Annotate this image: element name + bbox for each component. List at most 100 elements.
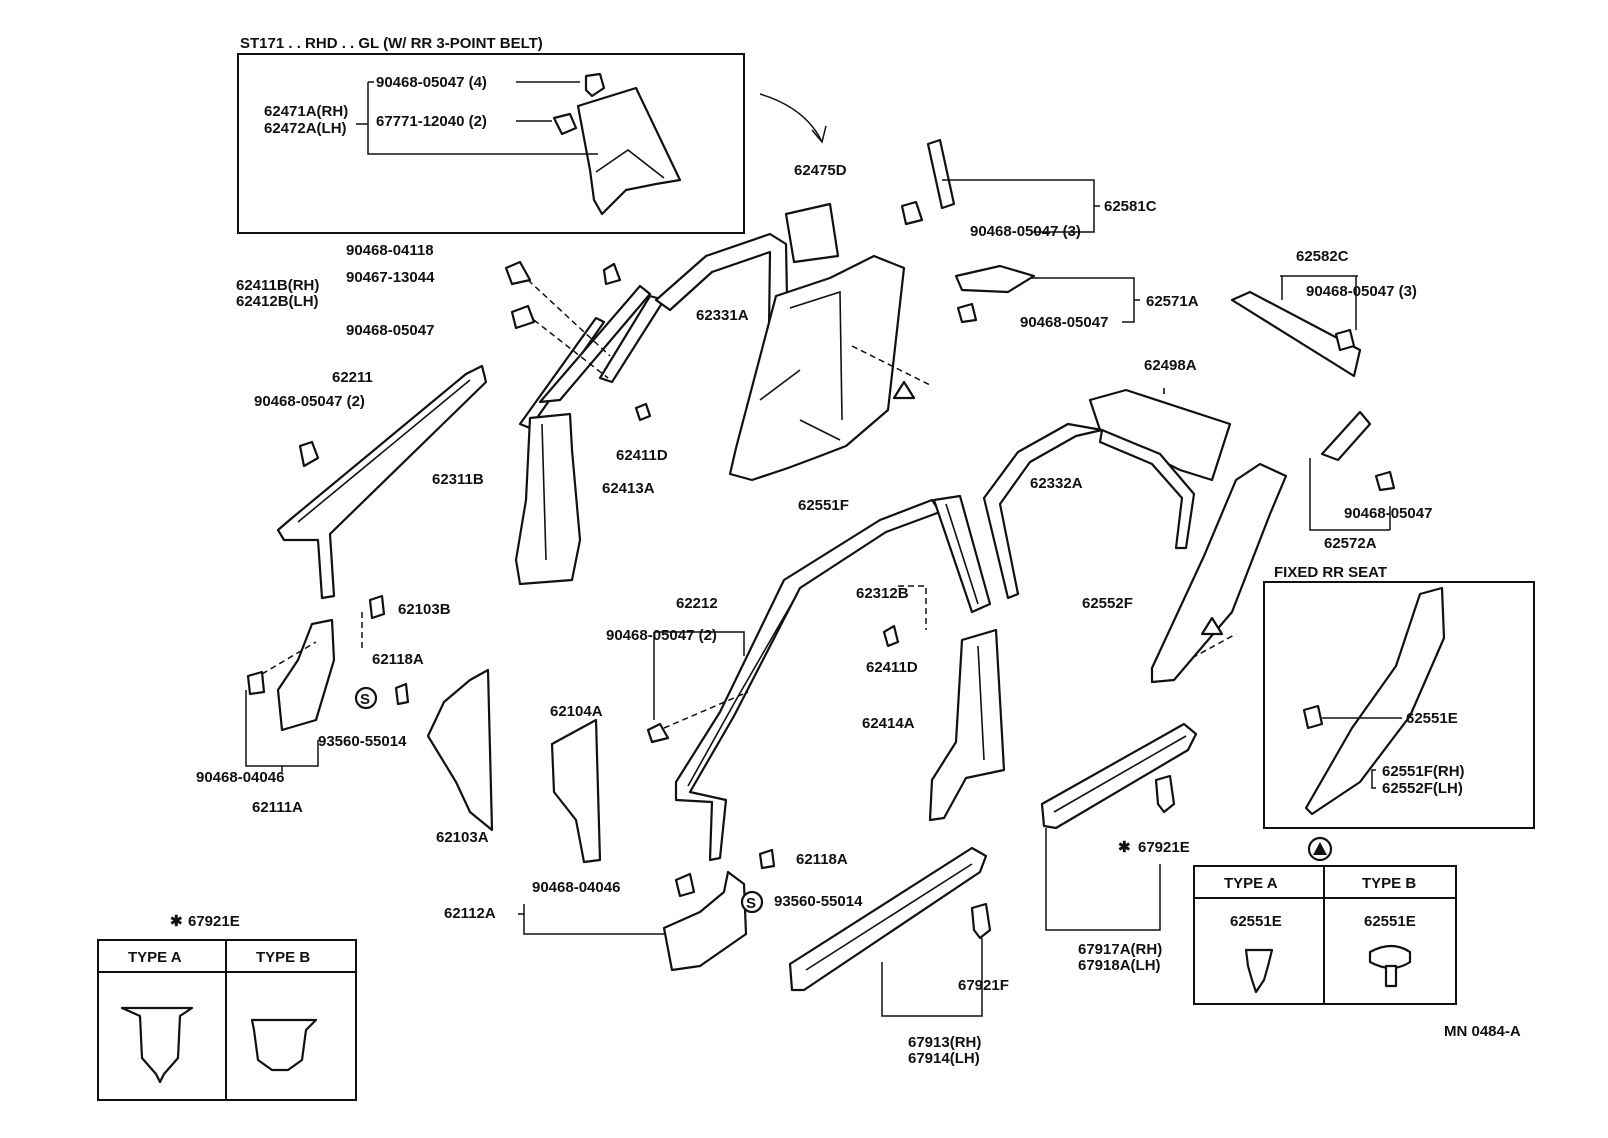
clip-62572A [1374, 470, 1396, 492]
clip-62581C [900, 200, 924, 226]
s-mark-a-letter: S [360, 691, 370, 708]
bracket-62571A [954, 264, 1036, 294]
quarter-trim-62552F [1150, 462, 1288, 684]
label-62312B: 62312B [856, 585, 909, 602]
label-67914: 67914(LH) [908, 1050, 980, 1067]
label-90468-05047-a: 90468-05047 [346, 322, 434, 339]
type-table-left-col-b: TYPE B [256, 949, 310, 966]
scuff-plate-67917A [1040, 722, 1198, 830]
clip-62582C [1334, 328, 1356, 352]
type-table-left-asterisk: ✱ [170, 913, 183, 930]
label-67913: 67913(RH) [908, 1034, 981, 1051]
label-67917A: 67917A(RH) [1078, 941, 1162, 958]
type-table-right-grid [1194, 866, 1456, 1004]
label-62475D: 62475D [794, 162, 847, 179]
label-62498A: 62498A [1144, 357, 1197, 374]
clip-90468-04118 [602, 262, 622, 286]
scuff-plate-67913 [788, 846, 988, 992]
scuff-plate-67917A-detail [1053, 735, 1187, 813]
quarter-trim-62551F [728, 254, 906, 482]
scuff-plate-67913-detail [805, 863, 973, 971]
bracket-62572A [1320, 410, 1372, 462]
inset-bracket [367, 82, 598, 155]
label-62414A: 62414A [862, 715, 915, 732]
type-table-left-col-a: TYPE A [128, 949, 182, 966]
label-90468-05047-3b: 90468-05047 (3) [1306, 283, 1417, 300]
center-pillar-detail [541, 423, 547, 561]
dash-upper-left [527, 279, 611, 379]
label-62111A: 62111A [252, 799, 303, 816]
fastener-62411D-b [882, 624, 900, 648]
bracket-62212 [653, 631, 745, 720]
clip-62103B [368, 594, 386, 620]
dash-quarter-triangle [851, 345, 933, 387]
inset-leader-lines [356, 81, 580, 125]
inset-rhd-group: ST171 . . RHD . . GL (W/ RR 3-POINT BELT… [237, 35, 745, 234]
label-67921E: 67921E [1138, 839, 1190, 856]
label-62413A: 62413A [602, 480, 655, 497]
label-90468-04046-a: 90468-04046 [196, 769, 284, 786]
windshield-trim-62411B [538, 284, 652, 404]
dash-62552F-triangle [1191, 633, 1237, 659]
label-62332A: 62332A [1030, 475, 1083, 492]
inset-quarter-trim-detail [595, 149, 665, 179]
type-table-right-part-b: 62551E [1364, 913, 1416, 930]
label-62112A: 62112A [444, 905, 496, 922]
quarter-window-62475D [784, 202, 840, 264]
label-62411D-a: 62411D [616, 447, 668, 464]
inset-seat-fastener [1302, 704, 1324, 730]
fastener-62411D-a [634, 402, 652, 422]
label-62411D-b: 62411D [866, 659, 918, 676]
type-table-left: ✱ 67921E TYPE A TYPE B [97, 913, 357, 1101]
clip-90467-13044 [504, 260, 532, 286]
label-62103A: 62103A [436, 829, 489, 846]
clip-62118A-b [758, 848, 776, 870]
type-table-left-caption: 67921E [188, 913, 240, 930]
triangle-circle-marker-glyph [1313, 842, 1327, 855]
bracket-62572A-lines [1309, 458, 1391, 531]
type-a-clip-icon [120, 1006, 194, 1084]
bracket-62111A-lines [245, 690, 319, 772]
trim-62581C [926, 138, 956, 210]
label-62212: 62212 [676, 595, 718, 612]
label-90468-04046-b: 90468-04046 [532, 879, 620, 896]
label-90468-05047-3a: 90468-05047 (3) [970, 223, 1081, 240]
inset-label-90468-05047: 90468-05047 (4) [376, 74, 487, 91]
type-table-right-col-b: TYPE B [1362, 875, 1416, 892]
clip-62118A-a [394, 682, 410, 706]
roof-rail-62332A-right [1098, 428, 1196, 550]
label-67921E-asterisk: ✱ [1118, 839, 1131, 856]
clip-90468-04046-a [246, 670, 266, 696]
triangle-marker-a [892, 380, 916, 400]
clip-62212 [646, 722, 670, 744]
label-67918A: 67918A(LH) [1078, 957, 1161, 974]
quarter-trim-detail [759, 290, 843, 441]
inset-seat-leaders [1322, 717, 1402, 789]
inset-rhd-title: ST171 . . RHD . . GL (W/ RR 3-POINT BELT… [240, 35, 543, 52]
label-90468-05047-c: 90468-05047 [1344, 505, 1432, 522]
label-62552F: 62552F [1082, 595, 1133, 612]
s-mark-b-letter: S [746, 895, 756, 912]
clip-67921F [970, 902, 992, 940]
trim-62103A [426, 668, 494, 832]
dash-lower-left [261, 612, 363, 675]
curved-arrow-head [811, 125, 827, 144]
pillar-62312B-detail [945, 503, 979, 605]
inset-label-62472A: 62472A(LH) [264, 120, 347, 137]
s-mark-b [740, 890, 764, 914]
bracket-62582C [1280, 275, 1358, 330]
label-90468-05047-2b: 90468-05047 (2) [606, 627, 717, 644]
label-layer: 62475D 62581C 90468-05047 (3) 90468-0411… [196, 162, 1521, 1067]
inset-seat-label-62552F: 62552F(LH) [1382, 780, 1463, 797]
type-table-right-col-a: TYPE A [1224, 875, 1278, 892]
label-62571A: 62571A [1146, 293, 1199, 310]
trim-62104A [550, 718, 602, 864]
inset-fastener-b [552, 112, 578, 136]
label-90467-13044: 90467-13044 [346, 269, 435, 286]
inset-clip-a [584, 72, 606, 98]
label-62103B: 62103B [398, 601, 451, 618]
bracket-62112A-lines [518, 904, 666, 935]
label-62412B: 62412B(LH) [236, 293, 319, 310]
